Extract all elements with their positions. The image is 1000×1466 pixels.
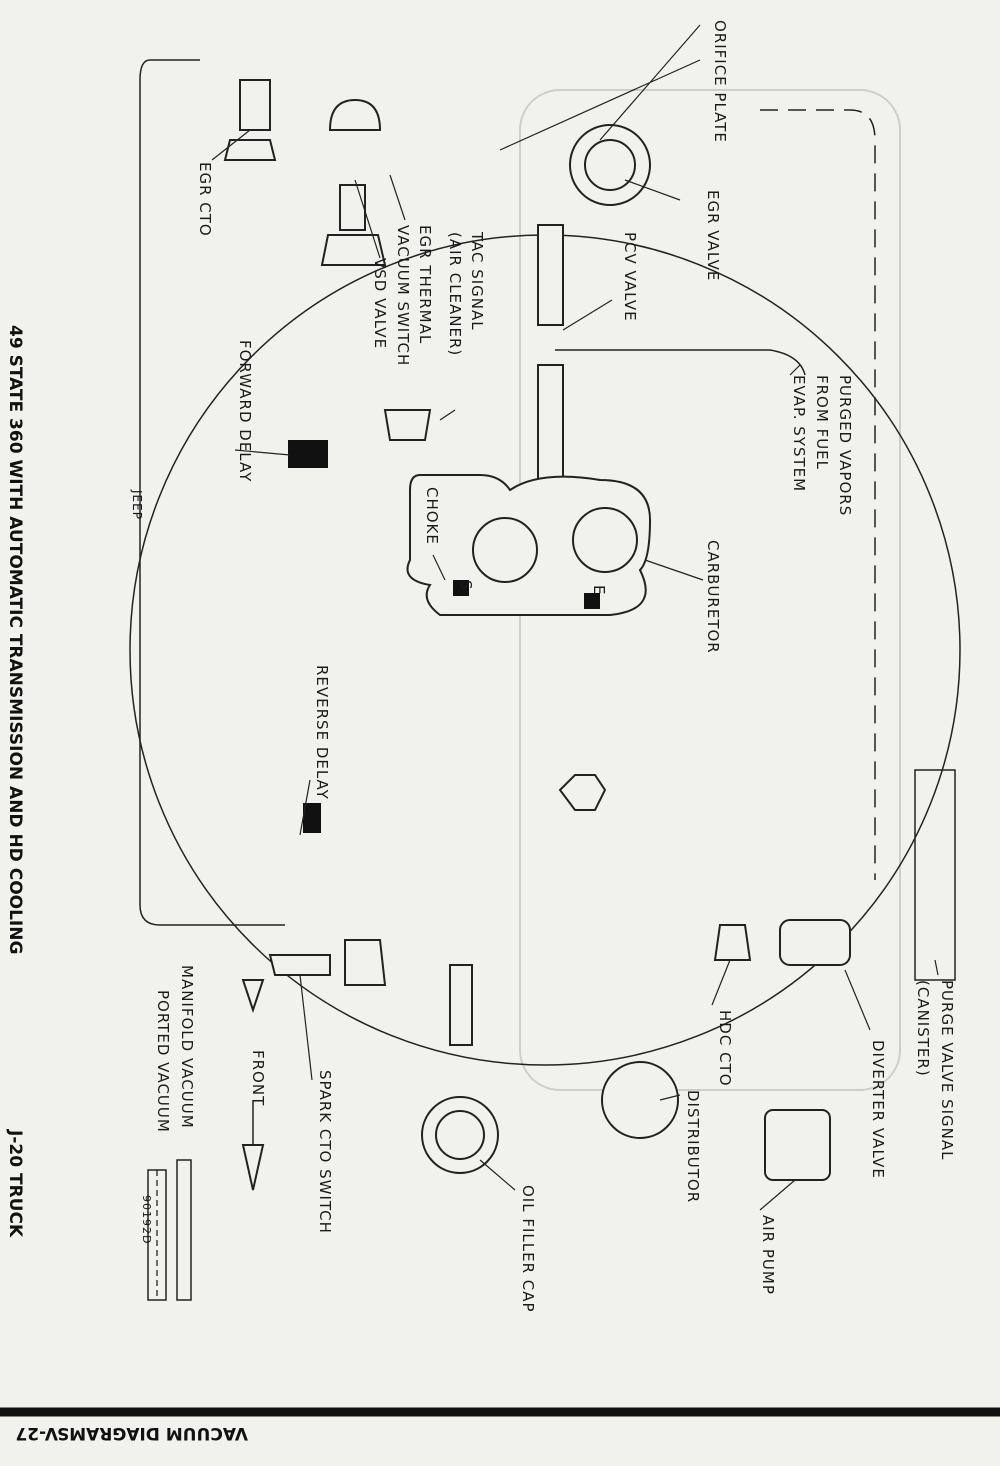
label-evap-system: EVAP. SYSTEM	[790, 375, 808, 492]
label-tac-signal: TAC SIGNAL	[468, 231, 486, 331]
label-port-s: S	[457, 580, 475, 591]
legend-ported-label: PORTED VACUUM	[154, 990, 172, 1133]
egr-cto-nut	[223, 139, 277, 161]
label-purge-valve-signal: PURGE VALVE SIGNAL	[938, 980, 956, 1161]
label-pcv-valve: PCV VALVE	[621, 232, 639, 322]
purge-line	[555, 349, 806, 376]
legend-manifold-swatch	[176, 1159, 192, 1301]
label-egr-valve: EGR VALVE	[704, 190, 722, 281]
label-tac-air-cleaner: (AIR CLEANER)	[446, 232, 464, 356]
diagram-subtitle: J-20 TRUCK	[5, 1129, 25, 1238]
vsd-valve-body	[339, 184, 366, 231]
spark-cto-body	[268, 954, 331, 976]
label-distributor: DISTRIBUTOR	[684, 1090, 702, 1203]
port-s-fitting	[453, 580, 469, 596]
carburetor-barrel-2	[572, 507, 638, 573]
tac-sensor	[383, 409, 432, 441]
oil-filler-tube	[449, 964, 473, 1046]
footer-page-number: V-27	[15, 1423, 58, 1443]
label-front: FRONT	[249, 1050, 267, 1106]
diverter-valve-body	[779, 919, 851, 966]
label-egr-thermal: EGR THERMAL	[416, 225, 434, 344]
port-e-fitting	[584, 593, 600, 609]
spark-cto-nut	[344, 939, 387, 986]
carburetor-barrel-1	[472, 517, 538, 583]
air-pump-body	[764, 1109, 831, 1181]
oil-filler-cap-inner	[435, 1110, 485, 1160]
label-port-e: E	[590, 585, 608, 595]
label-diverter-valve: DIVERTER VALVE	[869, 1040, 887, 1179]
pcv-hose	[537, 224, 564, 326]
legend-manifold-label: MANIFOLD VACUUM	[178, 965, 196, 1129]
right-frame	[760, 109, 876, 880]
hdc-cto-nut	[713, 924, 752, 961]
label-vsd-valve: VSD VALVE	[371, 258, 389, 349]
egr-valve-inner	[584, 139, 636, 191]
label-oil-filler-cap: OIL FILLER CAP	[519, 1185, 537, 1313]
purge-valve-signal-hose	[914, 769, 956, 981]
brand-mark-jeep: JEEP	[130, 489, 144, 520]
label-from-fuel: FROM FUEL	[813, 375, 831, 470]
front-arrow-icon	[241, 979, 265, 1191]
vsd-valve-nut	[320, 234, 387, 266]
label-spark-cto-switch: SPARK CTO SWITCH	[316, 1070, 334, 1234]
forward-delay-valve	[288, 440, 328, 468]
label-choke: CHOKE	[423, 487, 441, 545]
label-forward-delay: FORWARD DELAY	[236, 340, 254, 482]
label-reverse-delay: REVERSE DELAY	[313, 665, 331, 800]
diagram-title: 49 STATE 360 WITH AUTOMATIC TRANSMISSION…	[5, 325, 25, 954]
footer-section: VACUUM DIAGRAMS	[57, 1423, 248, 1443]
label-orifice-plate: ORIFICE PLATE	[711, 20, 729, 143]
egr-cto-body	[239, 79, 271, 131]
legend	[147, 1159, 192, 1301]
pcv-hose-lower	[537, 364, 564, 486]
label-vacuum-switch: VACUUM SWITCH	[394, 225, 412, 366]
label-carburetor: CARBURETOR	[704, 540, 722, 654]
egr-thermal-switch	[328, 98, 382, 131]
distributor-cap	[601, 1061, 679, 1139]
left-frame	[139, 59, 285, 926]
label-purged-vapors: PURGED VAPORS	[836, 375, 854, 516]
drawing-number: 90192D	[140, 1195, 153, 1244]
label-egr-cto: EGR CTO	[196, 162, 214, 237]
reverse-delay-valve	[303, 803, 321, 833]
fitting-hex	[558, 774, 607, 811]
label-air-pump: AIR PUMP	[759, 1215, 777, 1295]
label-hdc-cto: HDC CTO	[716, 1010, 734, 1087]
label-canister: (CANISTER)	[914, 980, 932, 1077]
leader-lines	[211, 24, 939, 1211]
